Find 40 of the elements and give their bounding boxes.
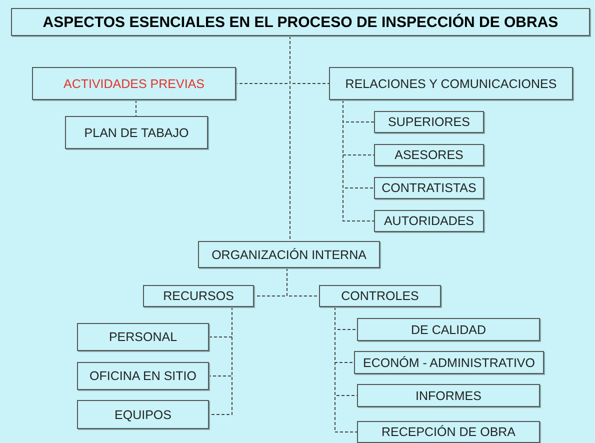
node-label: RELACIONES Y COMUNICACIONES: [345, 76, 557, 90]
node-label: ORGANIZACIÓN INTERNA: [212, 248, 366, 262]
node-label: EQUIPOS: [114, 408, 172, 422]
category-box: [319, 285, 441, 307]
category-box: [65, 116, 208, 149]
category-box: [77, 400, 209, 429]
category-box: [77, 362, 209, 390]
category-box: [374, 111, 484, 133]
node-label: DE CALIDAD: [410, 322, 486, 336]
node-label: ASPECTOS ESENCIALES EN EL PROCESO DE INSPECCIÓN DE OBRAS: [42, 14, 558, 30]
node-label: ACTIVIDADES PREVIAS: [63, 76, 204, 90]
category-box: [329, 67, 573, 100]
node-label: PERSONAL: [108, 330, 178, 344]
category-box: [354, 351, 544, 374]
node-label: ASESORES: [394, 148, 464, 162]
category-box: [198, 241, 380, 268]
connector-line: [208, 306, 232, 415]
node-label: RECEPCIÓN DE OBRA: [381, 425, 516, 439]
category-box: [143, 285, 254, 307]
title-box: [11, 8, 590, 36]
node-label: PLAN DE TABAJO: [84, 126, 189, 140]
category-box: [357, 318, 540, 341]
node-label: AUTORIDADES: [384, 214, 474, 228]
category-box: [357, 384, 540, 407]
node-label: SUPERIORES: [388, 115, 470, 129]
category-box: [77, 323, 209, 351]
category-box: [357, 421, 540, 443]
connector-line: [342, 100, 374, 222]
node-label: ECONÓM - ADMINISTRATIVO: [363, 356, 535, 370]
node-label: RECURSOS: [163, 289, 234, 303]
node-label: CONTRATISTAS: [382, 181, 476, 195]
node-label: OFICINA EN SITIO: [90, 369, 196, 383]
category-box: [374, 210, 484, 232]
category-box: [374, 177, 484, 199]
node-label: CONTROLES: [341, 289, 419, 303]
category-box: [32, 67, 236, 100]
node-label: INFORMES: [416, 388, 482, 402]
connector-line: [334, 306, 358, 432]
connector-line: [286, 268, 320, 296]
category-box: [374, 144, 484, 166]
